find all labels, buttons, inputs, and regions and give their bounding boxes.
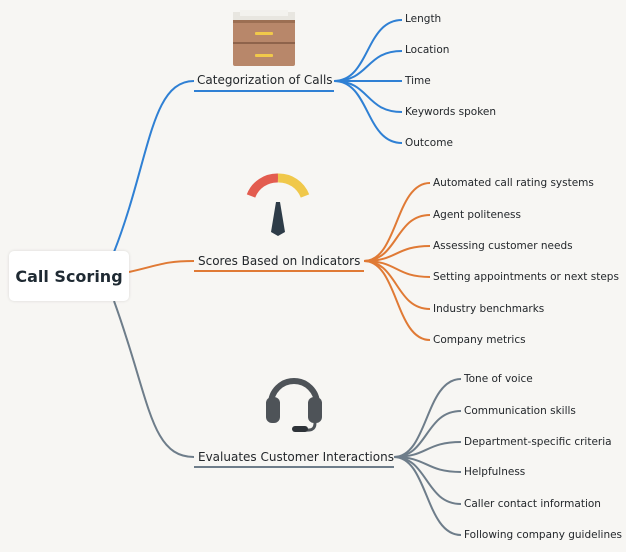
connectors-categorization (333, 19, 403, 144)
branch-evaluates-customer-interactions[interactable]: Evaluates Customer Interactions (198, 450, 394, 464)
branch-scores-based-on-indicators[interactable]: Scores Based on Indicators (198, 254, 361, 268)
leaf-location[interactable]: Location (405, 44, 450, 56)
connectors-scores (363, 182, 431, 341)
leaf-company-metrics[interactable]: Company metrics (433, 334, 526, 346)
branch-categorization-of-calls[interactable]: Categorization of Calls (197, 73, 333, 87)
leaf-department-specific-criteria[interactable]: Department-specific criteria (464, 436, 612, 448)
connector-root-categorization (113, 80, 195, 253)
leaf-agent-politeness[interactable]: Agent politeness (433, 209, 521, 221)
connector-root-scores (128, 260, 195, 273)
root-node[interactable]: Call Scoring (9, 251, 129, 301)
leaf-time[interactable]: Time (405, 75, 431, 87)
leaf-setting-appointments[interactable]: Setting appointments or next steps (433, 271, 619, 283)
gauge-icon (246, 173, 310, 236)
leaf-keywords-spoken[interactable]: Keywords spoken (405, 106, 497, 118)
connectors-evaluates (393, 378, 462, 536)
leaf-automated-call-rating-systems[interactable]: Automated call rating systems (433, 177, 594, 189)
file-cabinet-icon (233, 10, 295, 66)
leaf-outcome[interactable]: Outcome (405, 137, 453, 149)
leaf-following-company-guidelines[interactable]: Following company guidelines (464, 529, 623, 541)
connector-root-evaluates (113, 300, 195, 458)
leaf-industry-benchmarks[interactable]: Industry benchmarks (433, 303, 545, 315)
leaf-helpfulness[interactable]: Helpfulness (464, 466, 526, 478)
leaf-caller-contact-information[interactable]: Caller contact information (464, 498, 601, 510)
leaf-communication-skills[interactable]: Communication skills (464, 405, 576, 417)
leaf-tone-of-voice[interactable]: Tone of voice (464, 373, 533, 385)
leaf-length[interactable]: Length (405, 13, 442, 25)
leaf-assessing-customer-needs[interactable]: Assessing customer needs (433, 240, 573, 252)
headset-icon (266, 378, 322, 432)
